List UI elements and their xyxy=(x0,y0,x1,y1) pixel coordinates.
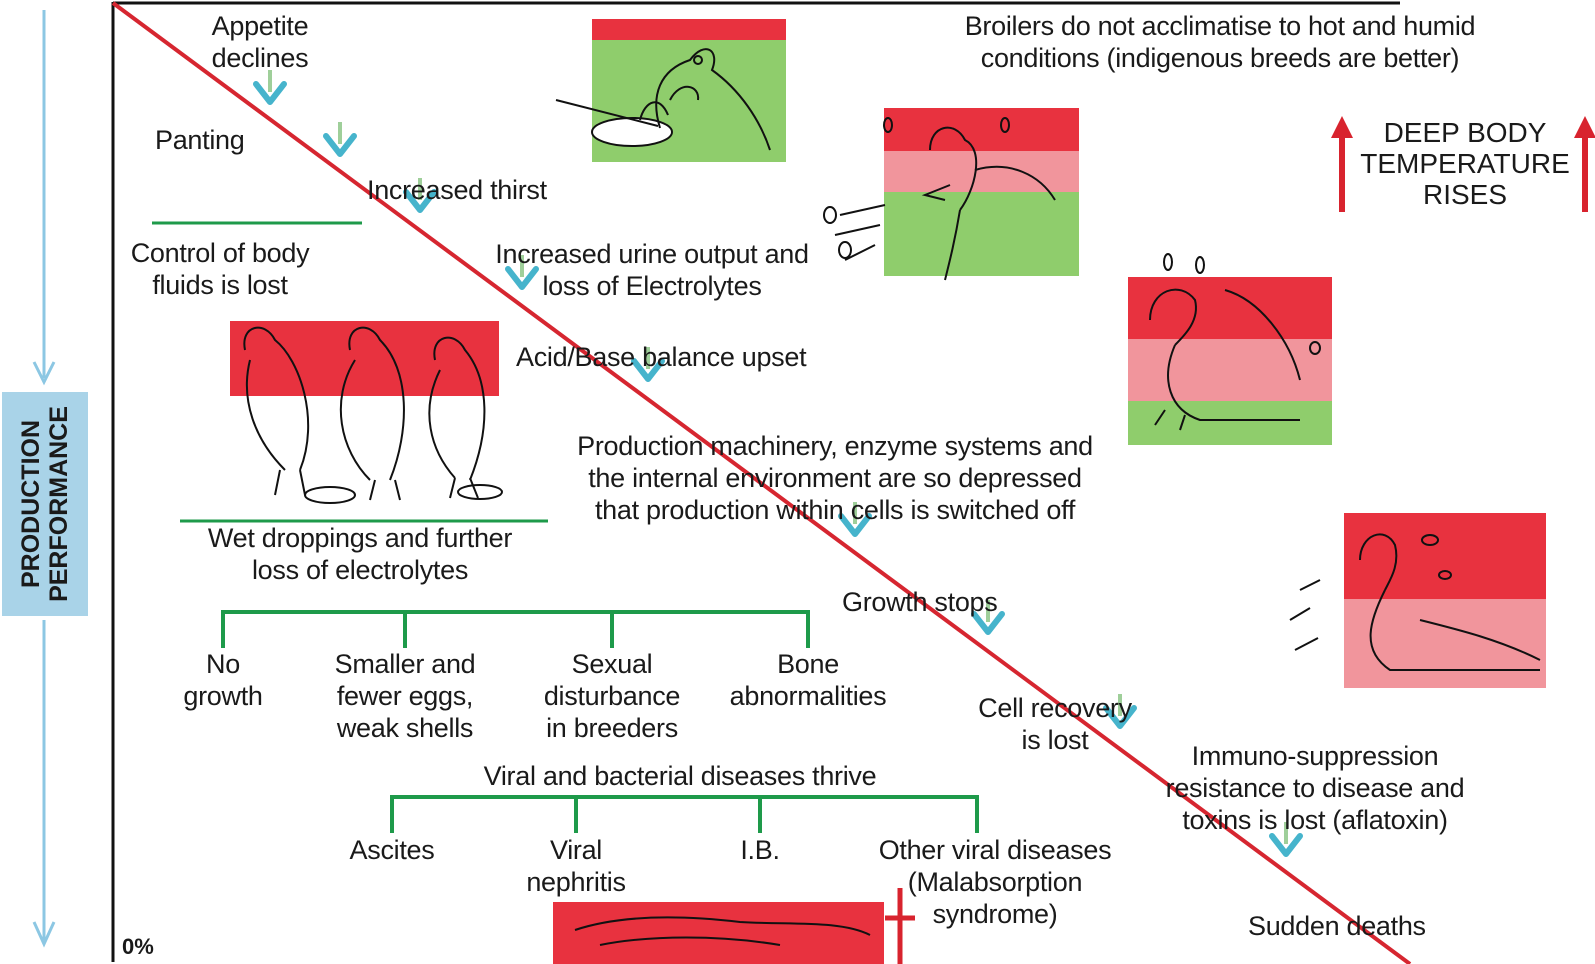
production-performance-axis-label: PRODUCTION PERFORMANCE xyxy=(2,392,88,616)
step-line: toxins is lost (aflatoxin) xyxy=(1155,804,1475,836)
step-sudden-deaths: Sudden deaths xyxy=(1248,910,1426,942)
disease-ib: I.B. xyxy=(715,834,805,866)
step-line: Appetite xyxy=(160,10,360,42)
step-line: the internal environment are so depresse… xyxy=(555,462,1115,494)
effect-line: fewer eggs, xyxy=(315,680,495,712)
down-arrow-icon xyxy=(326,122,354,154)
step-line: that production within cells is switched… xyxy=(555,494,1115,526)
effects-bracket xyxy=(223,610,808,648)
step-line: loss of electrolytes xyxy=(190,554,530,586)
broilers-acclimatise-note: Broilers do not acclimatise to hot and h… xyxy=(930,10,1510,74)
disease-viral-nephritis: Viral nephritis xyxy=(506,834,646,898)
effect-line: Bone xyxy=(718,648,898,680)
step-line: is lost xyxy=(965,724,1145,756)
flock-of-chickens-panel xyxy=(180,321,548,521)
zero-percent-label: 0% xyxy=(122,934,154,960)
chicken-panting-panel xyxy=(824,108,1079,280)
step-immuno-suppression: Immuno-suppression resistance to disease… xyxy=(1155,740,1475,836)
step-line: resistance to disease and xyxy=(1155,772,1475,804)
step-line: Increased urine output and xyxy=(482,238,822,270)
diseases-bracket xyxy=(392,795,977,833)
step-body-fluids: Control of body fluids is lost xyxy=(110,237,330,301)
effect-line: growth xyxy=(163,680,283,712)
step-line: fluids is lost xyxy=(110,269,330,301)
axis-label-line: PERFORMANCE xyxy=(45,406,73,602)
step-line: declines xyxy=(160,42,360,74)
temperature-line: RISES xyxy=(1360,179,1570,210)
step-urine-output: Increased urine output and loss of Elect… xyxy=(482,238,822,302)
dead-chicken-panel xyxy=(553,888,915,964)
disease-line: nephritis xyxy=(506,866,646,898)
effect-line: Sexual xyxy=(527,648,697,680)
deep-body-temperature-note: DEEP BODY TEMPERATURE RISES xyxy=(1360,117,1570,210)
step-line: Production machinery, enzyme systems and xyxy=(555,430,1115,462)
chicken-wings-out-panel xyxy=(1128,254,1332,445)
step-increased-thirst: Increased thirst xyxy=(367,174,547,206)
disease-other-viral: Other viral diseases (Malabsorption synd… xyxy=(870,834,1120,930)
note-line: conditions (indigenous breeds are better… xyxy=(930,42,1510,74)
step-line: Immuno-suppression xyxy=(1155,740,1475,772)
step-acid-base: Acid/Base balance upset xyxy=(516,341,806,373)
effect-line: abnormalities xyxy=(718,680,898,712)
axis-label-line: PRODUCTION xyxy=(17,406,45,602)
effect-no-growth: No growth xyxy=(163,648,283,712)
effect-sexual-disturbance: Sexual disturbance in breeders xyxy=(527,648,697,744)
effect-line: in breeders xyxy=(527,712,697,744)
step-panting: Panting xyxy=(155,124,244,156)
step-line: Cell recovery xyxy=(965,692,1145,724)
step-line: Wet droppings and further xyxy=(190,522,530,554)
step-growth-stops: Growth stops xyxy=(842,586,997,618)
effect-line: Smaller and xyxy=(315,648,495,680)
step-appetite: Appetite declines xyxy=(160,10,360,74)
temperature-line: TEMPERATURE xyxy=(1360,148,1570,179)
note-line: Broilers do not acclimatise to hot and h… xyxy=(930,10,1510,42)
disease-line: (Malabsorption xyxy=(870,866,1120,898)
chicken-eating-panel xyxy=(556,19,786,162)
temperature-line: DEEP BODY xyxy=(1360,117,1570,148)
down-arrow-icon xyxy=(256,70,284,102)
disease-line: Other viral diseases xyxy=(870,834,1120,866)
effect-line: weak shells xyxy=(315,712,495,744)
effect-smaller-eggs: Smaller and fewer eggs, weak shells xyxy=(315,648,495,744)
effect-line: disturbance xyxy=(527,680,697,712)
step-line: Control of body xyxy=(110,237,330,269)
disease-ascites: Ascites xyxy=(332,834,452,866)
step-line: loss of Electrolytes xyxy=(482,270,822,302)
step-wet-droppings: Wet droppings and further loss of electr… xyxy=(190,522,530,586)
diseases-header: Viral and bacterial diseases thrive xyxy=(440,760,920,792)
effect-line: No xyxy=(163,648,283,680)
collapsed-chicken-panel xyxy=(1290,513,1546,688)
effect-bone-abnormalities: Bone abnormalities xyxy=(718,648,898,712)
step-production-switched-off: Production machinery, enzyme systems and… xyxy=(555,430,1115,526)
disease-line: syndrome) xyxy=(870,898,1120,930)
step-cell-recovery: Cell recovery is lost xyxy=(965,692,1145,756)
disease-line: Viral xyxy=(506,834,646,866)
